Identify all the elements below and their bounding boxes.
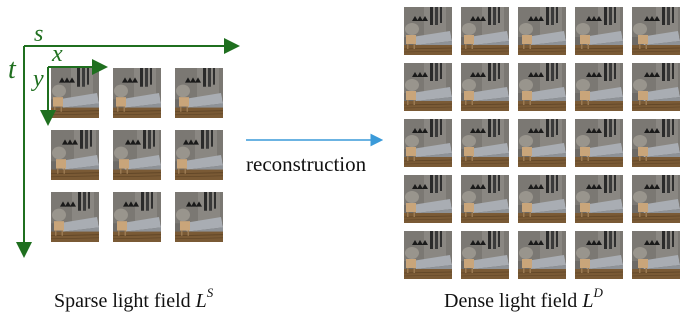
- dense-view-r4-c4: [575, 175, 623, 223]
- dense-view-r3-c3: [518, 119, 566, 167]
- dense-view-r3-c4: [575, 119, 623, 167]
- sparse-caption: Sparse light field LS: [54, 285, 213, 313]
- dense-view-r2-c3: [518, 63, 566, 111]
- sparse-view-r2-c2: [113, 130, 161, 180]
- dense-view-r1-c4: [575, 7, 623, 55]
- dense-view-r4-c5: [632, 175, 680, 223]
- sparse-view-r1-c2: [113, 68, 161, 118]
- dense-symbol: L: [582, 290, 594, 312]
- t-axis-label: t: [8, 54, 16, 85]
- dense-view-r5-c4: [575, 231, 623, 279]
- sparse-view-r2-c1: [51, 130, 99, 180]
- dense-view-r4-c1: [404, 175, 452, 223]
- dense-view-r5-c3: [518, 231, 566, 279]
- sparse-superscript: S: [206, 285, 214, 300]
- sparse-symbol: L: [195, 290, 207, 312]
- dense-view-r2-c2: [461, 63, 509, 111]
- dense-view-r4-c3: [518, 175, 566, 223]
- dense-view-r1-c5: [632, 7, 680, 55]
- dense-view-r3-c5: [632, 119, 680, 167]
- dense-view-r5-c1: [404, 231, 452, 279]
- y-axis-label: y: [33, 66, 44, 92]
- sparse-view-r2-c3: [175, 130, 223, 180]
- s-axis-label: s: [34, 21, 44, 47]
- dense-superscript: D: [593, 285, 603, 300]
- dense-view-r4-c2: [461, 175, 509, 223]
- dense-view-r5-c5: [632, 231, 680, 279]
- dense-view-r3-c1: [404, 119, 452, 167]
- sparse-view-r1-c1: [51, 68, 99, 118]
- sparse-view-r3-c1: [51, 192, 99, 242]
- sparse-view-r3-c2: [113, 192, 161, 242]
- sparse-view-r1-c3: [175, 68, 223, 118]
- dense-view-r3-c2: [461, 119, 509, 167]
- reconstruction-label: reconstruction: [246, 152, 367, 176]
- dense-view-r2-c1: [404, 63, 452, 111]
- dense-view-r5-c2: [461, 231, 509, 279]
- dense-view-r1-c2: [461, 7, 509, 55]
- dense-view-r2-c4: [575, 63, 623, 111]
- sparse-view-r3-c3: [175, 192, 223, 242]
- dense-view-r1-c1: [404, 7, 452, 55]
- dense-view-r1-c3: [518, 7, 566, 55]
- sparse-caption-text: Sparse light field: [54, 290, 196, 312]
- dense-caption-text: Dense light field: [444, 290, 583, 312]
- dense-view-r2-c5: [632, 63, 680, 111]
- dense-caption: Dense light field LD: [444, 285, 603, 313]
- x-axis-label: x: [52, 41, 63, 67]
